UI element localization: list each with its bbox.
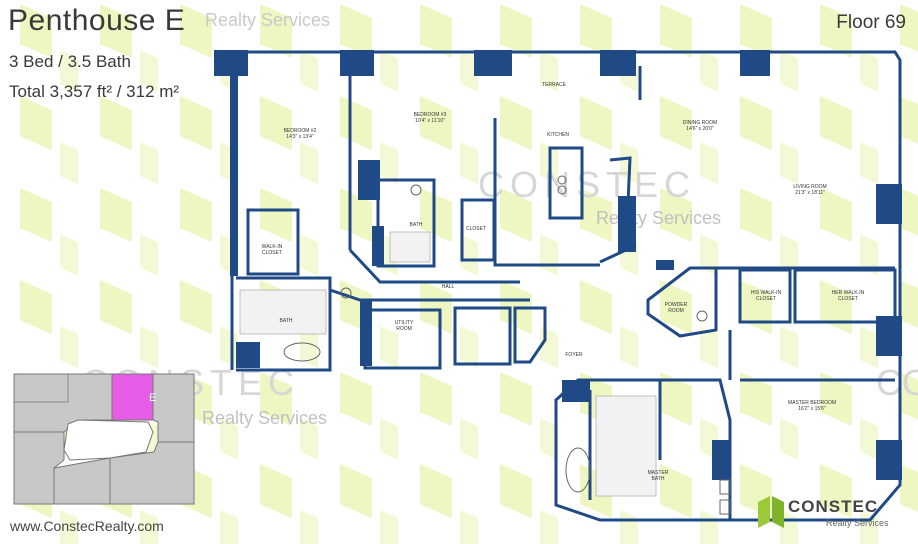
room-closet: CLOSET [465,226,487,232]
key-plan [13,373,195,505]
room-name: BEDROOM #3 [413,112,447,118]
room-bedroom-3: BEDROOM #3 10'4" x 11'10" [414,112,447,124]
bed-bath-count: 3 Bed / 3.5 Bath [9,52,131,71]
room-bath: BATH [409,222,423,228]
room-dimension: 21'3" x 18'11" [795,190,825,196]
room-his-closet: HIS WALK-IN CLOSET [750,290,782,302]
room-terrace: TERRACE [542,82,566,88]
room-dimension: 14'6" x 20'0" [686,126,714,132]
room-powder: POWDER ROOM [664,302,688,314]
unit-title: Penthouse E [8,4,186,37]
room-master-bedroom: MASTER BEDROOM 16'2" x 15'6" [788,400,836,412]
room-bedroom-2: BEDROOM #2 14'3" x 13'4" [284,128,317,140]
logo-name: CONSTEC [788,497,879,516]
website-url[interactable]: www.ConstecRealty.com [10,518,164,534]
room-dining: DINING ROOM 14'6" x 20'0" [683,120,717,132]
logo-mark-icon [758,496,784,528]
room-hall: HALL [441,284,455,290]
watermark-realty-services: Realty Services [202,408,328,428]
total-area: Total 3,357 ft² / 312 m² [9,82,180,101]
room-walkin-closet: WALK-IN CLOSET [261,244,283,256]
constec-logo: CONSTEC Realty Services [756,494,906,534]
room-utility: UTILITY ROOM [394,320,414,332]
key-plan-unit-label: E [149,392,157,404]
room-foyer: FOYER [565,352,583,358]
room-dimension: 14'3" x 13'4" [286,134,314,140]
room-master-bath: MASTER BATH [647,470,669,482]
watermark-realty-services: Realty Services [205,10,331,30]
room-name: BEDROOM #2 [283,128,317,134]
watermark-constec: CONSTEC [478,164,697,205]
room-name: DINING ROOM [682,120,718,126]
room-dimension: 16'2" x 15'6" [798,406,826,412]
watermark-constec: CONSTEC [876,362,918,403]
floor-number: Floor 69 [836,12,906,33]
room-dimension: 10'4" x 11'10" [415,118,445,124]
room-kitchen: KITCHEN [547,132,569,138]
logo-subtitle: Realty Services [826,518,889,528]
room-her-closet: HER WALK-IN CLOSET [831,290,865,302]
room-bath: BATH [279,318,293,324]
room-living: LIVING ROOM 21'3" x 18'11" [793,184,826,196]
room-name: MASTER BEDROOM [787,400,837,406]
room-name: LIVING ROOM [793,184,827,190]
